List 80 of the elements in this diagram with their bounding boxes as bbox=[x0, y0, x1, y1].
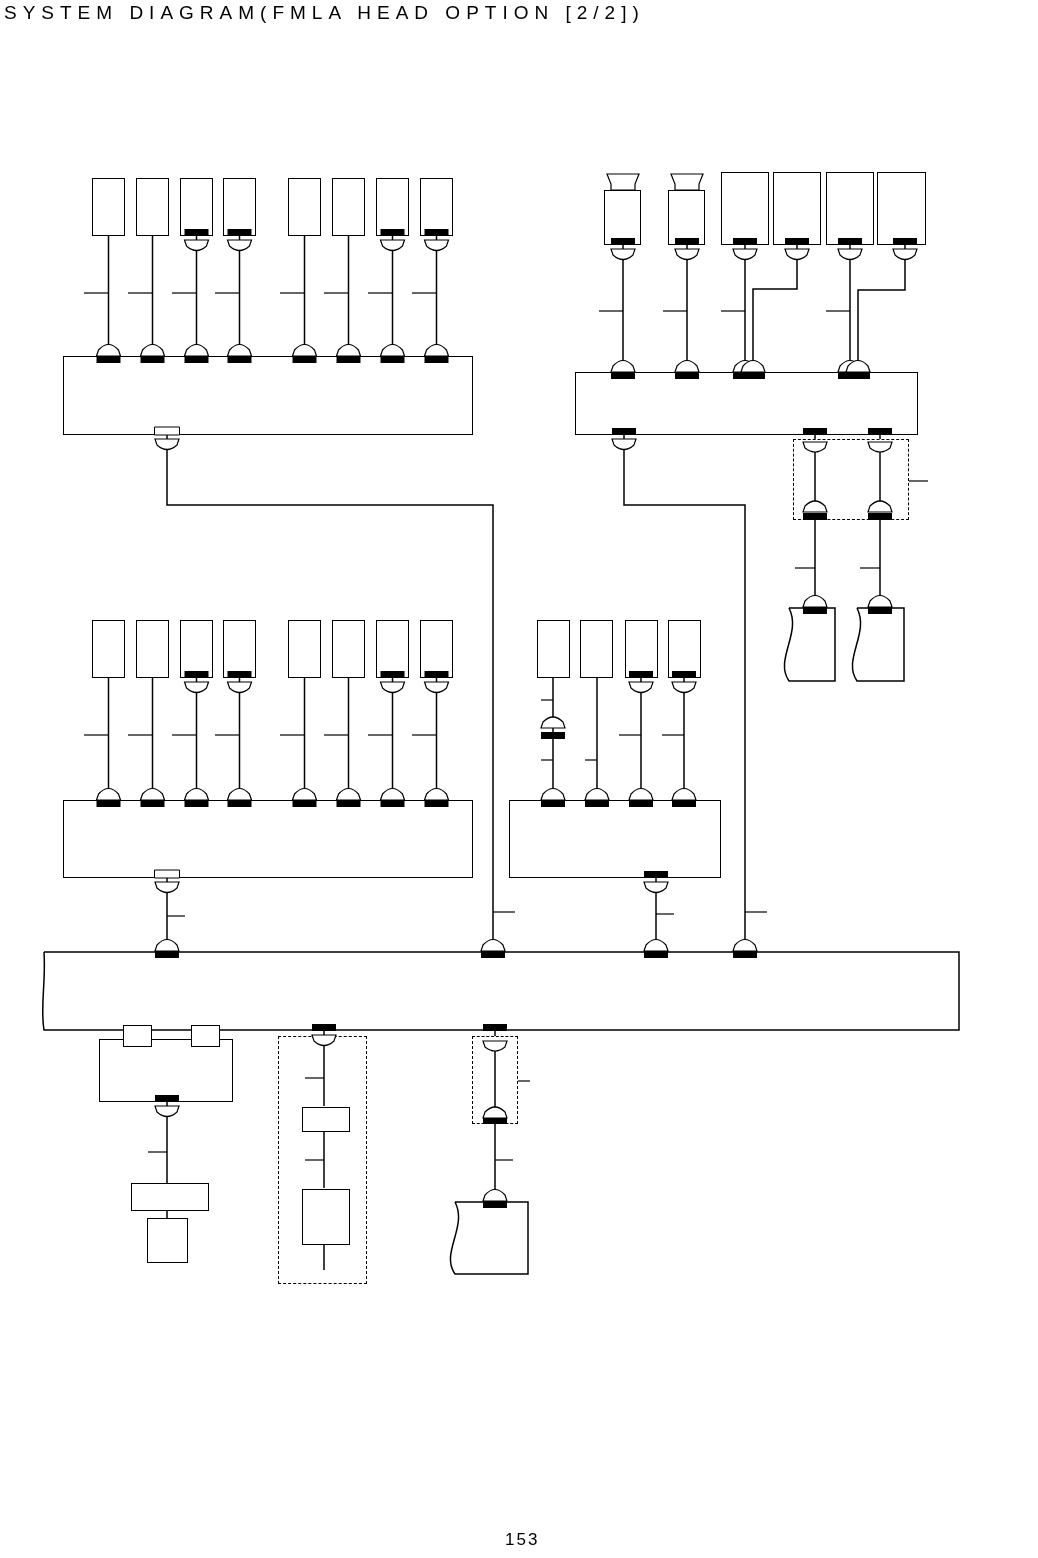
cable-line bbox=[540, 677, 566, 808]
cable-line bbox=[183, 670, 210, 808]
device-box bbox=[288, 620, 321, 678]
device-box bbox=[99, 1039, 233, 1102]
device-box bbox=[92, 178, 125, 236]
device-box bbox=[826, 172, 874, 245]
cable-line bbox=[628, 670, 654, 808]
cable-line bbox=[335, 677, 362, 808]
cable-line bbox=[139, 677, 166, 808]
diagram-title: SYSTEM DIAGRAM(FMLA HEAD OPTION [2/2]) bbox=[4, 2, 645, 24]
device-box bbox=[376, 620, 409, 678]
device-box bbox=[332, 178, 365, 236]
device-box bbox=[180, 620, 213, 678]
device-box bbox=[136, 620, 169, 678]
cable-line bbox=[867, 513, 893, 615]
cable-line bbox=[335, 235, 362, 364]
cable-line bbox=[311, 1023, 337, 1107]
device-box bbox=[191, 1025, 220, 1047]
cable-line bbox=[611, 427, 758, 959]
cable-line bbox=[803, 428, 827, 440]
cable-line bbox=[643, 870, 669, 959]
device-box bbox=[223, 178, 256, 236]
device-box bbox=[625, 620, 658, 678]
cable-line bbox=[837, 237, 863, 380]
cable-line bbox=[226, 228, 253, 364]
cable-line bbox=[845, 237, 918, 380]
cable-line bbox=[95, 235, 122, 364]
cable-line bbox=[674, 237, 700, 380]
device-box bbox=[302, 1107, 350, 1132]
cable-line bbox=[95, 677, 122, 808]
device-box bbox=[773, 172, 821, 245]
device-box bbox=[509, 800, 721, 878]
cable-line bbox=[139, 235, 166, 364]
device-box bbox=[288, 178, 321, 236]
cable-line bbox=[154, 1094, 180, 1184]
cable-line bbox=[153, 426, 506, 959]
cable-line bbox=[323, 1130, 325, 1189]
device-box bbox=[63, 356, 473, 435]
device-box bbox=[376, 178, 409, 236]
cable-line bbox=[291, 235, 318, 364]
cable-line bbox=[166, 1210, 168, 1219]
cable-line bbox=[291, 677, 318, 808]
cable-line bbox=[423, 228, 450, 364]
cable-line bbox=[868, 428, 892, 440]
cable-line bbox=[423, 670, 450, 808]
device-box bbox=[580, 620, 613, 678]
cable-line bbox=[379, 228, 406, 364]
device-box bbox=[302, 1189, 350, 1245]
device-box bbox=[537, 620, 570, 678]
device-box bbox=[123, 1025, 152, 1047]
cable-line bbox=[584, 677, 610, 808]
device-box bbox=[575, 372, 918, 435]
device-box bbox=[180, 178, 213, 236]
cable-line bbox=[183, 228, 210, 364]
cable-line bbox=[226, 670, 253, 808]
main-unit-box bbox=[40, 951, 960, 1031]
device-box bbox=[92, 620, 125, 678]
cable-line bbox=[483, 1024, 507, 1037]
device-box bbox=[223, 620, 256, 678]
device-box bbox=[877, 172, 926, 245]
device-box bbox=[131, 1183, 209, 1211]
cable-line bbox=[482, 1117, 508, 1209]
device-box bbox=[420, 620, 453, 678]
cable-line bbox=[732, 237, 758, 380]
device-box bbox=[721, 172, 769, 245]
cable-line bbox=[740, 237, 810, 380]
device-box bbox=[420, 178, 453, 236]
device-box bbox=[136, 178, 169, 236]
cable-line bbox=[802, 513, 828, 615]
device-box bbox=[668, 620, 701, 678]
device-box bbox=[332, 620, 365, 678]
cable-line bbox=[379, 670, 406, 808]
cable-line bbox=[610, 237, 636, 380]
cable-line bbox=[153, 869, 181, 959]
page-number: 153 bbox=[505, 1530, 540, 1550]
dashed-enclosure bbox=[278, 1036, 367, 1284]
device-box bbox=[63, 800, 473, 878]
cable-line bbox=[323, 1243, 325, 1271]
device-box bbox=[147, 1218, 188, 1263]
cable-line bbox=[671, 670, 697, 808]
